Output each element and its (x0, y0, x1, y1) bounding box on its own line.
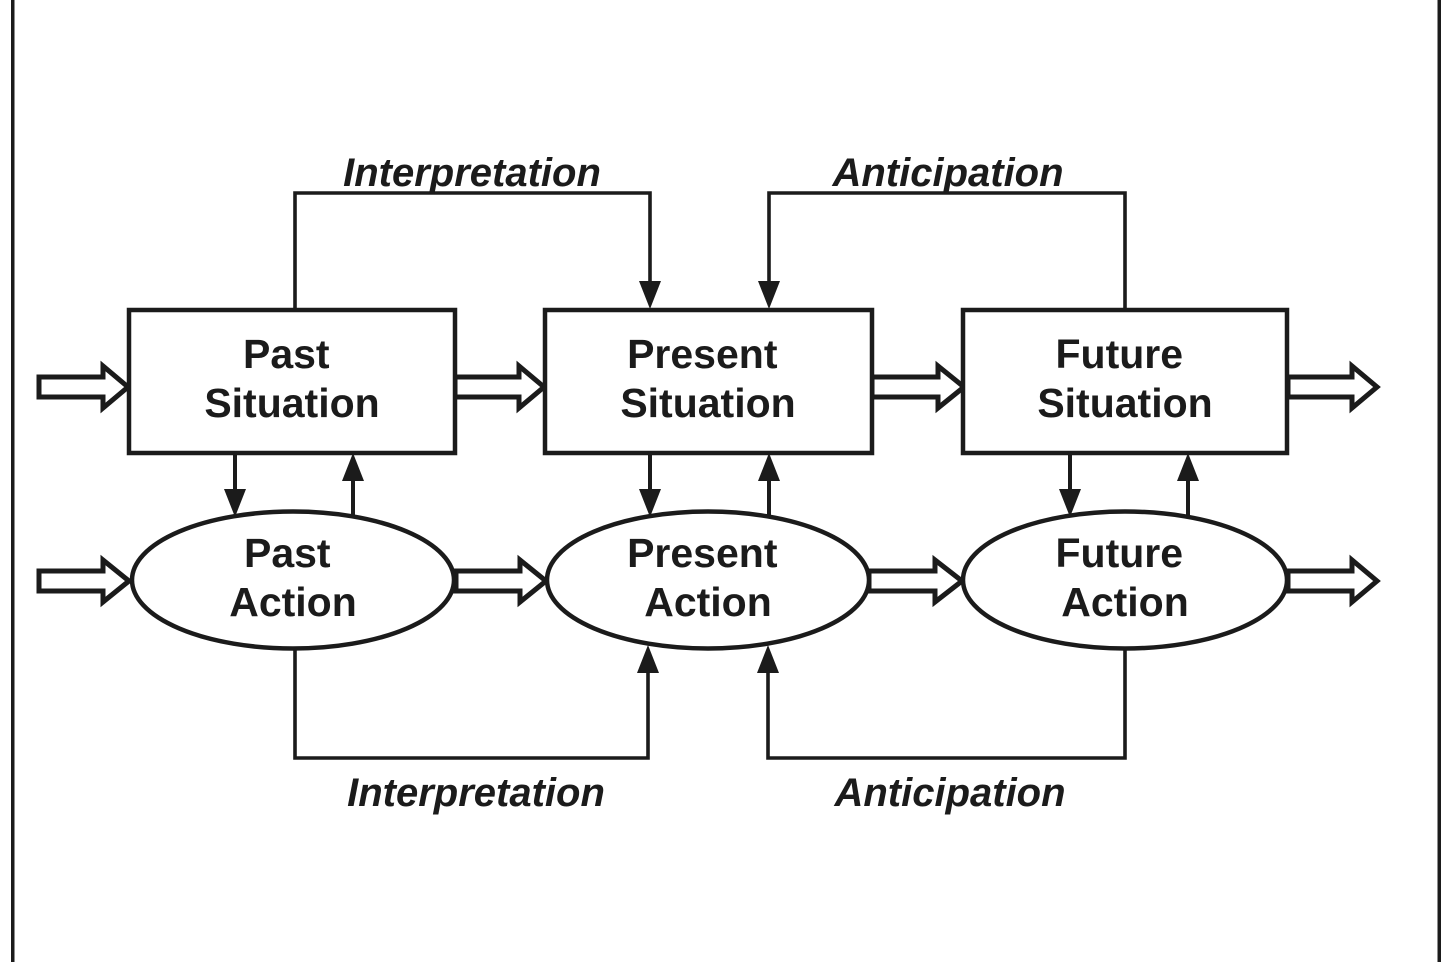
interpretation-top-connector (293, 191, 652, 310)
anticipation-top-connector (767, 191, 1127, 310)
past-situation-line2: Situation (204, 380, 379, 426)
present-situation-line1: Present (627, 331, 778, 377)
anticipation-bottom-arrowhead-icon (757, 645, 779, 673)
past-action-label: Past Action (229, 530, 357, 625)
action-entry-arrow-icon (36, 554, 133, 608)
present-action-line2: Action (644, 579, 772, 625)
present-action-label: Present Action (627, 530, 789, 625)
present-situation-box (542, 307, 875, 456)
future-situation-line2: Situation (1037, 380, 1212, 426)
present-action-ellipse (544, 509, 872, 651)
past-action-line2: Action (229, 579, 357, 625)
anticipation-top-label: Anticipation (831, 151, 1063, 195)
interpretation-bottom-label: Interpretation (347, 771, 605, 815)
future-action-line1: Future (1056, 530, 1184, 576)
action-exit-arrow-icon (1285, 554, 1381, 608)
past-action-ellipse (129, 509, 457, 651)
interpretation-top-arrowhead-icon (639, 281, 661, 309)
present-up-arrowhead-icon (758, 453, 780, 481)
present-situation-line2: Situation (620, 380, 795, 426)
future-action-ellipse (960, 509, 1290, 651)
anticipation-bottom-label: Anticipation (833, 771, 1065, 815)
past-situation-line1: Past (243, 331, 330, 377)
present-to-future-situation-arrow-icon (869, 360, 968, 414)
past-action-line1: Past (244, 530, 331, 576)
interpretation-bottom-arrowhead-icon (637, 645, 659, 673)
past-situation-box (126, 307, 458, 456)
present-to-future-action-arrow-icon (866, 554, 967, 608)
figure-border-right (1437, 0, 1441, 962)
past-down-arrowhead-icon (224, 489, 246, 517)
future-situation-box (960, 307, 1290, 456)
present-situation-label: Present Situation (620, 331, 795, 426)
situation-exit-arrow-icon (1285, 360, 1381, 414)
future-action-label: Future Action (1056, 530, 1195, 625)
past-to-present-action-arrow-icon (453, 554, 550, 608)
past-situation-label: Past Situation (204, 331, 379, 426)
future-up-arrowhead-icon (1177, 453, 1199, 481)
interpretation-top-label: Interpretation (343, 151, 601, 195)
future-situation-label: Future Situation (1037, 331, 1212, 426)
present-action-line1: Present (627, 530, 778, 576)
anticipation-bottom-connector (766, 649, 1127, 760)
present-down-arrowhead-icon (639, 489, 661, 517)
future-down-arrowhead-icon (1059, 489, 1081, 517)
past-up-arrowhead-icon (342, 453, 364, 481)
future-situation-line1: Future (1056, 331, 1184, 377)
past-to-present-situation-arrow-icon (452, 360, 548, 414)
interpretation-bottom-connector (293, 649, 650, 760)
situation-entry-arrow-icon (36, 360, 132, 414)
figure-border-left (11, 0, 15, 962)
anticipation-top-arrowhead-icon (758, 281, 780, 309)
future-action-line2: Action (1061, 579, 1189, 625)
